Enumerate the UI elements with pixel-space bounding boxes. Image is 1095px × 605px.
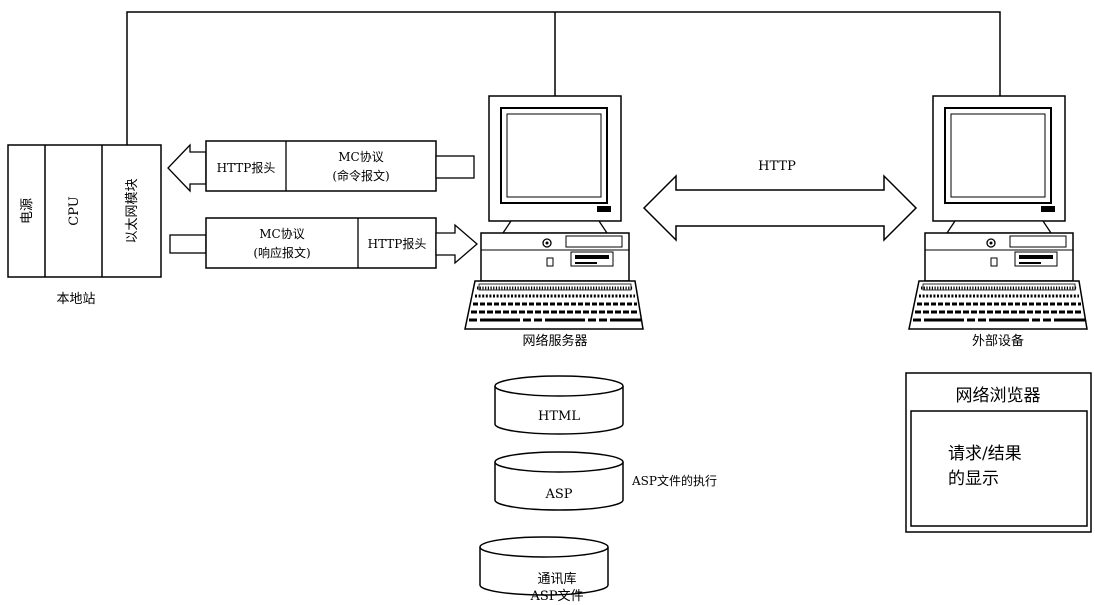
comm-library-line2: ASP文件 [529,589,583,604]
request-header-label: HTTP报头 [217,160,276,175]
response-body-line2: (响应报文) [253,245,310,260]
response-body-line1: MC协议 [259,226,304,241]
local-station: 电源 CPU 以太网模块 本地站 [7,144,162,307]
ethernet-module-label: 以太网模块 [125,178,140,243]
request-message: HTTP报头 MC协议 (命令报文) [167,140,475,193]
web-server-label: 网络服务器 [522,333,587,349]
network-bus [126,11,1001,145]
comm-library-storage: 通讯库 ASP文件 [479,536,609,604]
web-browser-title: 网络浏览器 [956,386,1041,406]
asp-storage-label: ASP [544,487,572,502]
browser-content-line1: 请求/结果 [948,444,1022,464]
html-storage-label: HTML [538,409,580,424]
asp-storage: ASP [494,451,624,511]
request-body-line1: MC协议 [338,149,383,164]
web-server-computer: 网络服务器 [463,94,645,349]
response-header-label: HTTP报头 [368,236,427,251]
asp-execution-note: ASP文件的执行 [631,473,717,488]
response-message: MC协议 (响应报文) HTTP报头 [169,217,478,269]
comm-library-line1: 通讯库 [537,571,576,587]
http-label: HTTP [758,159,796,174]
external-device-label: 外部设备 [972,333,1024,349]
cpu-module-label: CPU [67,196,82,225]
external-device-computer: 外部设备 [907,94,1089,349]
browser-content-line2: 的显示 [948,469,999,489]
power-module-label: 电源 [20,198,35,224]
http-link: HTTP [642,159,918,242]
request-body-line2: (命令报文) [332,168,389,183]
local-station-label: 本地站 [56,292,95,307]
web-browser-panel: 网络浏览器 请求/结果 的显示 [905,372,1092,533]
html-storage: HTML [494,375,624,435]
